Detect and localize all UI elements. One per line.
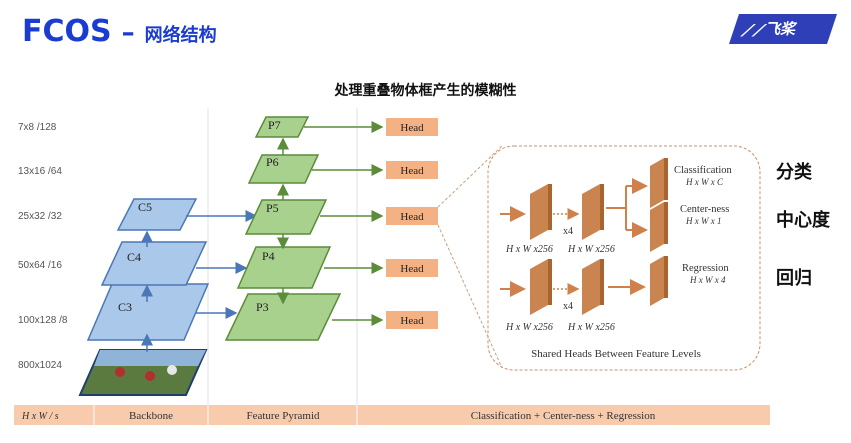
bar-heads-label: Classification + Center-ness + Regressio… [471,410,656,422]
head-label: Head [400,263,424,275]
head-label: Head [400,315,424,327]
p4-label: P4 [262,249,275,263]
bar-pyramid-label: Feature Pyramid [246,410,320,422]
feature-block [530,259,552,315]
repeat-label: x4 [563,301,573,312]
paddle-logo: ⟋⟋ 飞桨 [729,12,837,46]
backbone-c3: C3 [86,283,210,341]
feature-block [530,184,552,240]
feature-block [582,259,604,315]
c5-label: C5 [138,200,152,214]
shared-heads-box [487,145,761,371]
head-label: Head [400,122,424,134]
logo-badge-icon: ⟋⟋ [729,14,837,44]
p6-label: P6 [266,155,279,169]
pyramid-p5: P5 [244,199,328,235]
cls-dim: H x W x C [685,177,724,187]
c4-label: C4 [127,250,141,264]
head-label: Head [400,165,424,177]
head-box-p3: Head [386,311,438,329]
ctr-output-block [650,202,668,252]
reg-dim: H x W x 4 [689,275,726,285]
reg-output-block [650,256,668,306]
p7-label: P7 [268,118,281,132]
scale-label: 100x128 /8 [18,315,68,326]
scale-label: 7x8 /128 [18,122,57,133]
ctr-label: Center-ness [680,204,729,215]
bar-hws-label: H x W / s [21,411,59,422]
reg-label: Regression [682,263,729,274]
side-label-centerness: 中心度 [776,210,830,231]
feat-dim-label: H x W x256 [567,322,615,333]
svg-text:⟋⟋: ⟋⟋ [740,23,767,40]
backbone-c4: C4 [100,241,208,286]
bottom-bar [14,405,770,425]
page-title: FCOS – 网络结构 [22,14,217,49]
zoom-line [437,145,503,208]
head-label: Head [400,211,424,223]
feat-dim-label: H x W x256 [567,244,615,255]
feat-dim-label: H x W x256 [505,244,553,255]
zoom-line [437,224,503,369]
c3-label: C3 [118,300,132,314]
input-image [78,349,208,396]
scale-label: 800x1024 [18,360,62,371]
title-main: FCOS [22,14,112,49]
feature-block [582,184,604,240]
repeat-label: x4 [563,226,573,237]
side-label-classification: 分类 [776,162,812,183]
cls-output-block [650,158,668,208]
backbone-c5: C5 [116,198,198,231]
feat-dim-label: H x W x256 [505,322,553,333]
title-subtitle: 网络结构 [144,25,217,46]
scale-label: 25x32 /32 [18,211,62,222]
diagram-caption: 处理重叠物体框产生的模糊性 [334,83,517,99]
cls-label: Classification [674,165,732,176]
pyramid-p7: P7 [254,116,310,138]
shared-heads-caption: Shared Heads Between Feature Levels [531,348,701,360]
p5-label: P5 [266,201,279,215]
side-label-regression: 回归 [776,268,812,289]
logo-text: 飞桨 [765,20,796,38]
head-box-p6: Head [386,161,438,179]
head-box-p7: Head [386,118,438,136]
title-dash: – [121,18,135,48]
pyramid-p3: P3 [224,293,342,341]
ctr-dim: H x W x 1 [685,216,722,226]
head-box-p5: Head [386,207,438,225]
pyramid-p4: P4 [236,246,332,289]
pyramid-p6: P6 [247,154,320,184]
head-box-p4: Head [386,259,438,277]
scale-label: 13x16 /64 [18,166,62,177]
p3-label: P3 [256,300,269,314]
bar-backbone-label: Backbone [129,410,173,422]
scale-label: 50x64 /16 [18,260,62,271]
